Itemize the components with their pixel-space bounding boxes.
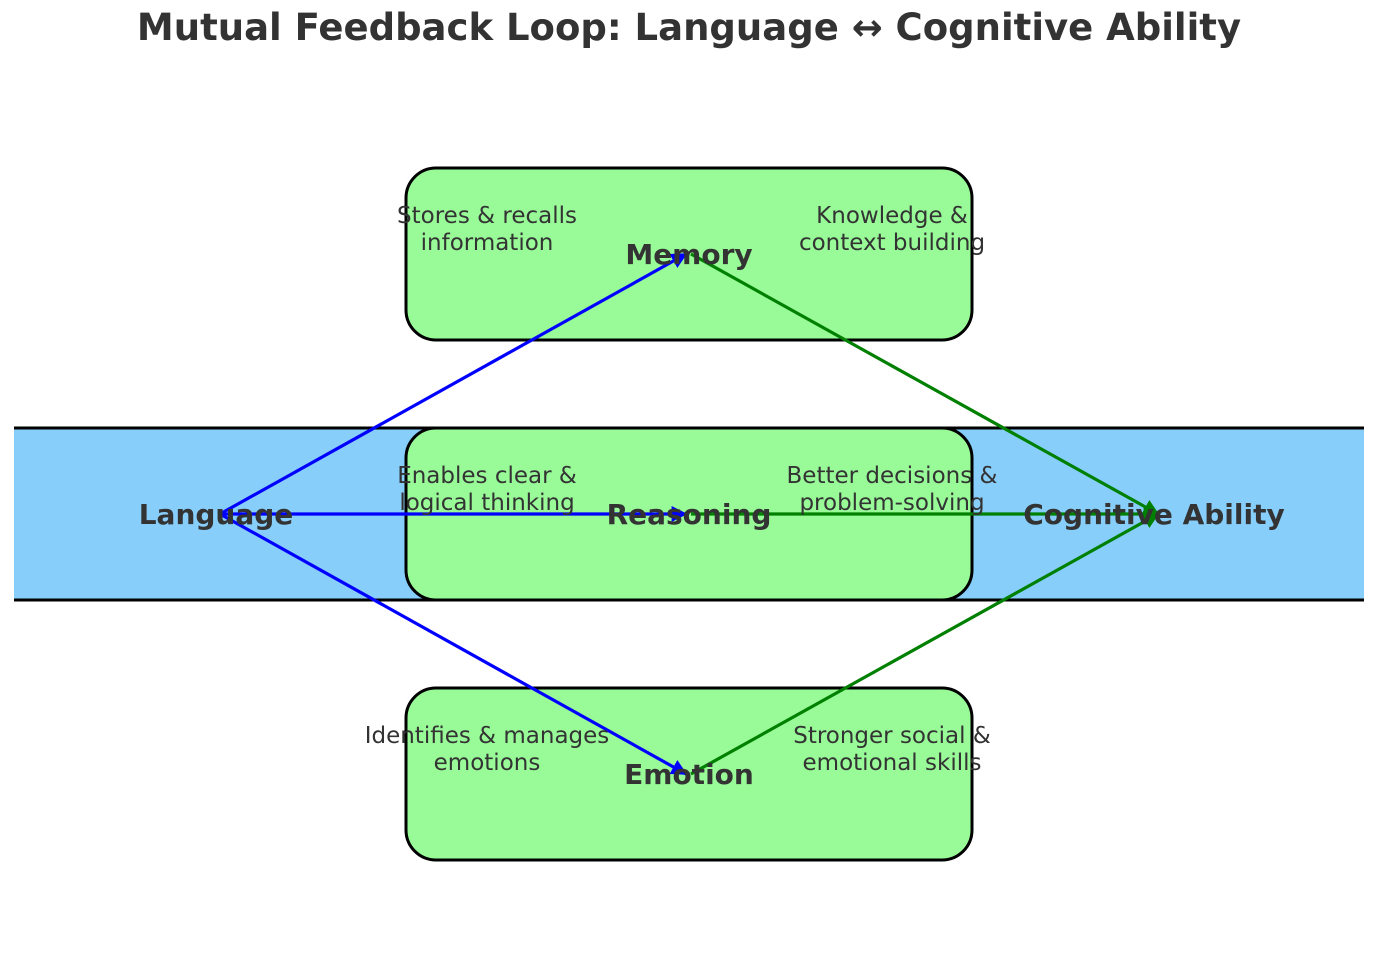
effect-line: Identifies & manages bbox=[365, 723, 610, 749]
arrow-memory-to-cognitive-ability bbox=[690, 252, 1160, 516]
node-reasoning-label: Reasoning bbox=[607, 498, 772, 531]
effect-line: context building bbox=[799, 230, 985, 256]
arrow-emotion-to-cognitive-ability bbox=[690, 512, 1160, 776]
effect-line: emotional skills bbox=[803, 750, 982, 776]
memory-cognitive-effect-label: Knowledge &context building bbox=[799, 203, 985, 256]
diagram-title: Mutual Feedback Loop: Language ↔ Cogniti… bbox=[136, 6, 1242, 49]
arrow-language-to-memory bbox=[219, 252, 688, 516]
mediator-box-emotion bbox=[404, 686, 974, 862]
node-cognitive-ability-label: Cognitive Ability bbox=[1023, 498, 1284, 531]
effect-line: emotions bbox=[434, 750, 541, 776]
effect-line: Knowledge & bbox=[816, 203, 968, 229]
node-language-label: Language bbox=[139, 498, 294, 531]
reasoning-language-effect-label: Enables clear &logical thinking bbox=[397, 463, 577, 516]
node-memory-label: Memory bbox=[625, 238, 752, 271]
emotion-cognitive-effect-label: Stronger social &emotional skills bbox=[793, 723, 991, 776]
effect-line: Enables clear & bbox=[397, 463, 577, 489]
effect-line: problem-solving bbox=[799, 490, 984, 516]
effect-line: Stronger social & bbox=[793, 723, 991, 749]
node-emotion-label: Emotion bbox=[624, 758, 754, 791]
arrow-language-to-emotion bbox=[219, 512, 688, 776]
effect-line: Better decisions & bbox=[787, 463, 998, 489]
effect-line: information bbox=[421, 230, 554, 256]
effect-line: Stores & recalls bbox=[397, 203, 577, 229]
mediator-box-memory bbox=[404, 166, 974, 342]
reasoning-cognitive-effect-label: Better decisions &problem-solving bbox=[787, 463, 998, 516]
effect-line: logical thinking bbox=[399, 490, 574, 516]
